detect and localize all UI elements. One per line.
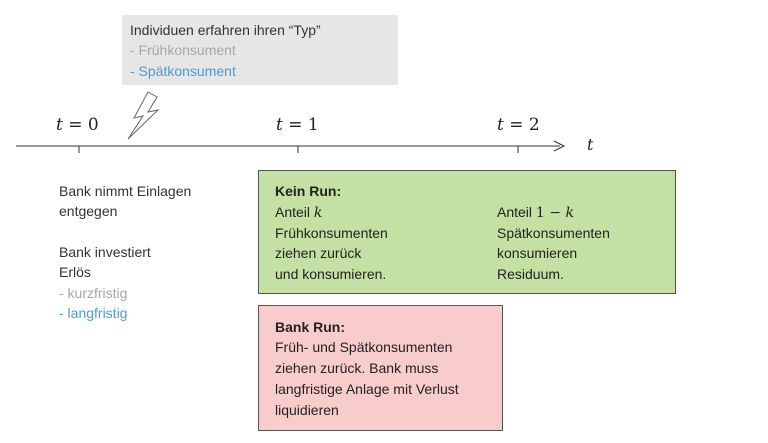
no-run-heading: Kein Run: bbox=[275, 183, 342, 199]
no-run-right-line-1: Spätkonsumenten bbox=[497, 225, 610, 241]
bank-run-line-1: Früh- und Spätkonsumenten bbox=[275, 339, 453, 355]
no-run-share-k: Anteil k bbox=[275, 204, 323, 221]
axis-label-t: t bbox=[587, 135, 594, 154]
left-line-long-term: - langfristig bbox=[59, 305, 128, 321]
time-label-t2: t = 2 bbox=[497, 115, 540, 135]
left-line-3: Bank investiert bbox=[59, 244, 151, 260]
left-line-1: Bank nimmt Einlagen bbox=[59, 183, 192, 199]
lightning-icon bbox=[127, 91, 160, 140]
left-line-2: entgegen bbox=[59, 203, 118, 219]
no-run-left-line-1: Frühkonsumenten bbox=[275, 225, 388, 241]
info-early-consumer: - Frühkonsument bbox=[130, 42, 236, 58]
bank-run-box: Bank Run: Früh- und Spätkonsumenten zieh… bbox=[258, 305, 503, 431]
bank-run-line-3: langfristige Anlage mit Verlust bbox=[275, 381, 459, 397]
time-label-t0: t = 0 bbox=[56, 115, 99, 135]
info-late-consumer: - Spätkonsument bbox=[130, 63, 236, 79]
left-line-4: Erlös bbox=[59, 264, 91, 280]
bank-run-line-4: liquidieren bbox=[275, 402, 339, 418]
no-run-left-line-2: ziehen zurück bbox=[275, 245, 362, 261]
info-title: Individuen erfahren ihren “Typ” bbox=[130, 22, 321, 38]
left-line-short-term: - kurzfristig bbox=[59, 285, 128, 301]
info-box: Individuen erfahren ihren “Typ” - Frühko… bbox=[122, 15, 398, 85]
no-run-right-line-3: Residuum. bbox=[497, 266, 564, 282]
no-run-share-1-minus-k: Anteil 1 − k bbox=[497, 204, 574, 221]
bank-run-line-2: ziehen zurück. Bank muss bbox=[275, 360, 439, 376]
time-label-t1: t = 1 bbox=[276, 115, 319, 135]
bank-run-heading: Bank Run: bbox=[275, 319, 345, 335]
no-run-right-line-2: konsumieren bbox=[497, 245, 578, 261]
no-run-box: Kein Run: Anteil k Frühkonsumenten ziehe… bbox=[258, 170, 676, 294]
timeline-arrowhead bbox=[553, 140, 566, 152]
no-run-left-line-3: und konsumieren. bbox=[275, 266, 387, 282]
